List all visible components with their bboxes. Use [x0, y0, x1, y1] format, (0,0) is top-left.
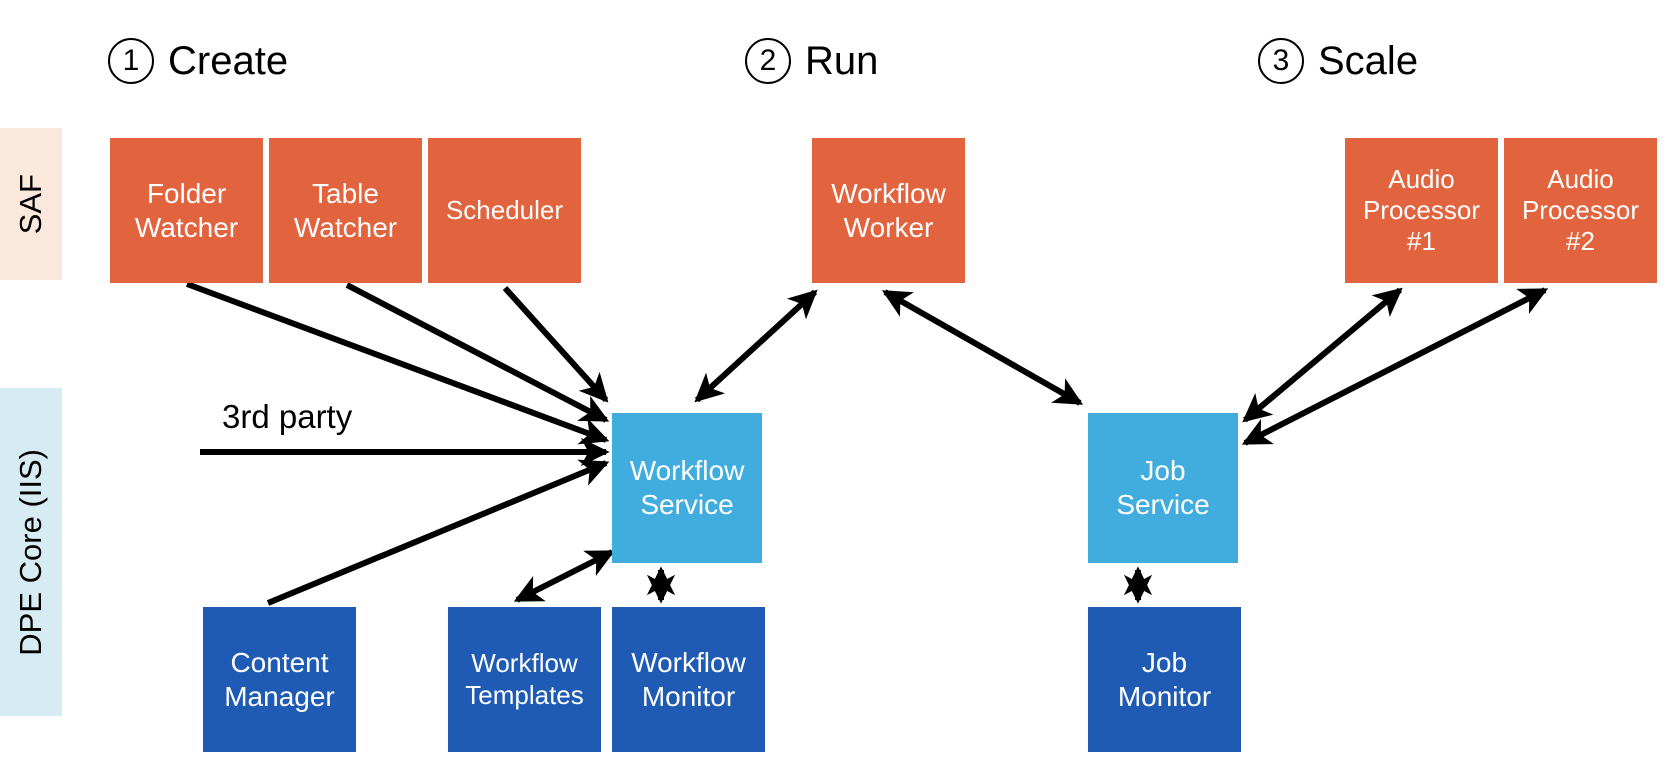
node-workflow-worker[interactable]: Workflow Worker: [812, 138, 965, 283]
swimlane-dpe-core-label: DPE Core (IIS): [13, 448, 48, 656]
node-workflow-templates-label: Workflow Templates: [465, 648, 584, 710]
swimlane-saf-label: SAF: [13, 173, 48, 235]
node-workflow-service[interactable]: Workflow Service: [612, 413, 762, 563]
node-workflow-worker-label: Workflow Worker: [831, 177, 946, 243]
node-job-monitor-label: Job Monitor: [1117, 646, 1212, 712]
node-content-manager-label: Content Manager: [224, 646, 335, 712]
node-folder-watcher[interactable]: Folder Watcher: [110, 138, 263, 283]
swimlane-dpe-core: DPE Core (IIS): [0, 388, 62, 716]
step-header-run: 2 Run: [745, 38, 878, 84]
connector-workflow-worker-to-job-service: [881, 289, 1084, 406]
swimlane-saf: SAF: [0, 128, 62, 280]
node-workflow-monitor-label: Workflow Monitor: [631, 646, 746, 712]
node-workflow-templates[interactable]: Workflow Templates: [448, 607, 601, 752]
node-workflow-monitor[interactable]: Workflow Monitor: [612, 607, 765, 752]
node-workflow-service-label: Workflow Service: [629, 455, 745, 520]
step-label-create: Create: [168, 39, 289, 83]
connector-scheduler-to-workflow-service: [502, 285, 609, 403]
node-audio-processor-1[interactable]: Audio Processor #1: [1345, 138, 1498, 283]
node-folder-watcher-label: Folder Watcher: [134, 177, 239, 243]
annotation-third-party: 3rd party: [222, 398, 353, 435]
node-job-service-label: Job Service: [1116, 455, 1210, 520]
step-number-3-icon: 3: [1258, 38, 1304, 84]
node-content-manager[interactable]: Content Manager: [203, 607, 356, 752]
step-label-scale: Scale: [1318, 39, 1419, 83]
node-table-watcher[interactable]: Table Watcher: [269, 138, 422, 283]
step-header-create: 1 Create: [108, 38, 288, 84]
node-job-service[interactable]: Job Service: [1088, 413, 1238, 563]
step-number-1-icon: 1: [108, 38, 154, 84]
node-scheduler[interactable]: Scheduler: [428, 138, 581, 283]
step-number-2-icon: 2: [745, 38, 791, 84]
node-job-monitor[interactable]: Job Monitor: [1088, 607, 1241, 752]
connector-job-service-to-audio-processor-2: [1241, 287, 1549, 446]
connector-workflow-templates-to-workflow-service: [513, 549, 616, 603]
node-scheduler-label: Scheduler: [445, 194, 564, 225]
node-audio-processor-2[interactable]: Audio Processor #2: [1504, 138, 1657, 283]
node-audio-processor-2-label: Audio Processor #2: [1521, 163, 1640, 257]
step-label-run: Run: [805, 39, 879, 83]
connector-workflow-service-to-workflow-worker: [694, 289, 818, 403]
node-table-watcher-label: Table Watcher: [293, 177, 398, 243]
node-audio-processor-1-label: Audio Processor #1: [1362, 163, 1481, 257]
connector-content-manager-to-workflow-service: [266, 459, 610, 606]
connector-table-watcher-to-workflow-service: [345, 282, 610, 423]
step-header-scale: 3 Scale: [1258, 38, 1418, 84]
connector-job-service-to-audio-processor-1: [1242, 287, 1403, 423]
